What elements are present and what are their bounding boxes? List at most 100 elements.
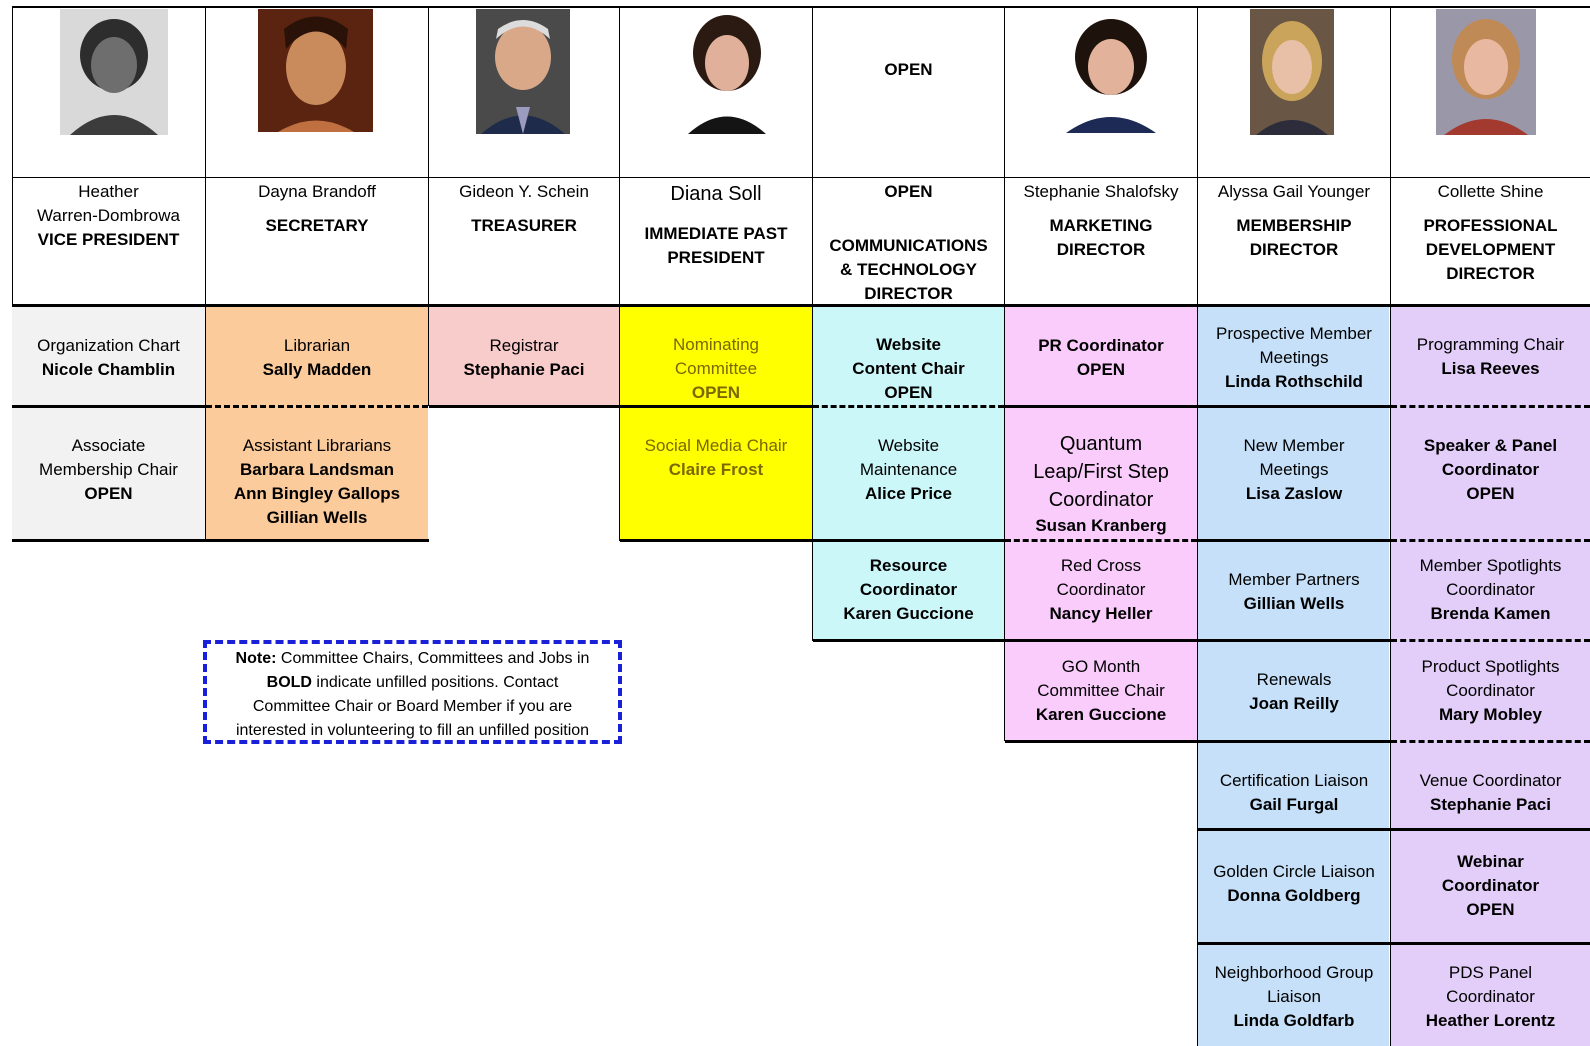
person-name: Stephanie Paci <box>463 359 585 379</box>
note-line: Note: Committee Chairs, Committees and J… <box>207 647 618 671</box>
role-label: Programming Chair <box>1416 335 1565 354</box>
grid-line <box>428 307 429 406</box>
committee-cell: Neighborhood Group Liaison Linda Goldfar… <box>1198 945 1390 1046</box>
role-label: Golden Circle Liaison <box>1213 862 1375 881</box>
role-label: Neighborhood Group <box>1214 963 1374 982</box>
officer-name: Heather <box>78 182 139 201</box>
grid-line <box>1197 6 1198 304</box>
table-photo-divider <box>12 177 1590 178</box>
committee-cell: Member Spotlights Coordinator Brenda Kam… <box>1391 542 1590 638</box>
role-label: Coordinator <box>1446 580 1535 599</box>
role-label: Committee <box>674 359 758 378</box>
person-name: Nancy Heller <box>1049 604 1153 623</box>
row-divider <box>1198 539 1390 542</box>
person-name: Gillian Wells <box>1243 594 1345 613</box>
grid-line <box>812 6 813 304</box>
role-label: Resource <box>869 556 948 575</box>
note-line: BOLD indicate unfilled positions. Contac… <box>207 671 618 695</box>
grid-line <box>619 307 620 541</box>
person-name: OPEN <box>1076 359 1126 379</box>
officer-title: PROFESSIONAL <box>1423 216 1558 235</box>
role-label: GO Month <box>1061 656 1141 676</box>
role-label: Prospective Member <box>1216 323 1372 343</box>
portrait-graphic <box>1436 9 1536 135</box>
role-label: Librarian <box>283 335 351 355</box>
officer-vice-president: Heather Warren-Dombrowa VICE PRESIDENT <box>12 180 205 252</box>
officer-photo <box>258 9 373 132</box>
officer-name: Warren-Dombrowa <box>37 206 180 225</box>
committee-cell: Organization Chart Nicole Chamblin <box>12 310 205 405</box>
officer-name: Diana Soll <box>670 183 762 205</box>
role-label: Coordinator <box>1056 580 1146 599</box>
person-name: Karen Guccione <box>843 604 974 623</box>
role-label: Red Cross <box>1060 556 1142 575</box>
person-name: Stephanie Paci <box>1430 795 1551 814</box>
person-name: Gillian Wells <box>266 508 368 527</box>
committee-cell: Speaker & Panel Coordinator OPEN <box>1391 408 1590 538</box>
cell-bg <box>813 307 1004 641</box>
role-label: Organization Chart <box>37 335 180 355</box>
person-name: Ann Bingley Gallops <box>233 484 401 503</box>
grid-line <box>205 6 206 304</box>
role-label: Website <box>877 436 940 455</box>
committee-cell: Prospective Member Meetings Linda Rothsc… <box>1198 310 1390 405</box>
officer-title: PRESIDENT <box>667 248 765 267</box>
officer-title: DIRECTOR <box>864 284 953 303</box>
role-label: New Member <box>1243 436 1345 455</box>
open-photo-placeholder: OPEN <box>884 60 933 79</box>
committee-cell: Quantum Leap/First Step Coordinator Susa… <box>1005 408 1197 538</box>
officer-title: IMMEDIATE PAST <box>644 224 788 243</box>
role-label: Coordinator <box>1441 876 1540 895</box>
officer-title: MARKETING <box>1049 216 1153 235</box>
row-divider-dashed <box>813 405 1004 408</box>
note-text: indicate unfilled positions. Contact <box>311 674 559 691</box>
role-label: Associate <box>71 436 146 455</box>
committee-cell: Resource Coordinator Karen Guccione <box>813 542 1004 638</box>
officer-title: DIRECTOR <box>1056 240 1146 259</box>
committee-cell: Golden Circle Liaison Donna Goldberg <box>1198 831 1390 941</box>
role-label: Member Partners <box>1228 570 1360 589</box>
grid-line <box>1390 307 1391 1046</box>
committee-cell: Product Spotlights Coordinator Mary Mobl… <box>1391 642 1590 739</box>
officer-treasurer: Gideon Y. Schein TREASURER <box>429 180 619 238</box>
officer-name: Stephanie Shalofsky <box>1023 182 1179 201</box>
person-name: Heather Lorentz <box>1425 1011 1556 1030</box>
officer-photo <box>1436 9 1536 135</box>
note-box: Note: Committee Chairs, Committees and J… <box>203 640 622 744</box>
committee-cell: PDS Panel Coordinator Heather Lorentz <box>1391 945 1590 1046</box>
role-label: Venue Coordinator <box>1419 771 1562 790</box>
row-divider <box>1198 828 1590 831</box>
officer-communications: OPEN COMMUNICATIONS & TECHNOLOGY DIRECTO… <box>813 180 1004 306</box>
committee-cell: Webinar Coordinator OPEN <box>1391 831 1590 941</box>
row-divider-dashed <box>1005 539 1197 542</box>
person-name: Joan Reilly <box>1249 694 1339 713</box>
officer-marketing: Stephanie Shalofsky MARKETING DIRECTOR <box>1005 180 1197 262</box>
grid-line <box>12 6 13 304</box>
role-label: Maintenance <box>859 460 958 479</box>
officer-title: MEMBERSHIP <box>1236 216 1352 235</box>
person-name: Sally Madden <box>262 359 372 379</box>
row-divider <box>429 405 619 408</box>
grid-line <box>205 307 206 541</box>
person-name: OPEN <box>1466 900 1515 919</box>
role-label: Webinar <box>1457 852 1524 871</box>
role-label: Meetings <box>1259 460 1329 479</box>
table-top-border <box>12 6 1590 8</box>
row-divider <box>620 405 812 408</box>
officer-title: & TECHNOLOGY <box>840 260 977 279</box>
committee-cell: Social Media Chair Claire Frost <box>620 408 812 538</box>
role-label: Speaker & Panel <box>1423 436 1558 455</box>
role-label: Product Spotlights <box>1421 656 1560 676</box>
portrait-graphic <box>258 9 373 132</box>
person-name: Donna Goldberg <box>1227 886 1361 905</box>
person-name: OPEN <box>1466 484 1515 503</box>
role-label: Quantum <box>1059 433 1143 455</box>
note-label: Note: <box>235 650 277 667</box>
role-label: Content Chair <box>852 359 965 378</box>
officer-name: OPEN <box>884 182 933 201</box>
officer-name: Alyssa Gail Younger <box>1217 182 1371 201</box>
officer-name: Collette Shine <box>1437 182 1544 201</box>
person-name: Alice Price <box>865 484 952 503</box>
person-name: Mary Mobley <box>1439 704 1542 724</box>
committee-cell: Website Maintenance Alice Price <box>813 408 1004 538</box>
